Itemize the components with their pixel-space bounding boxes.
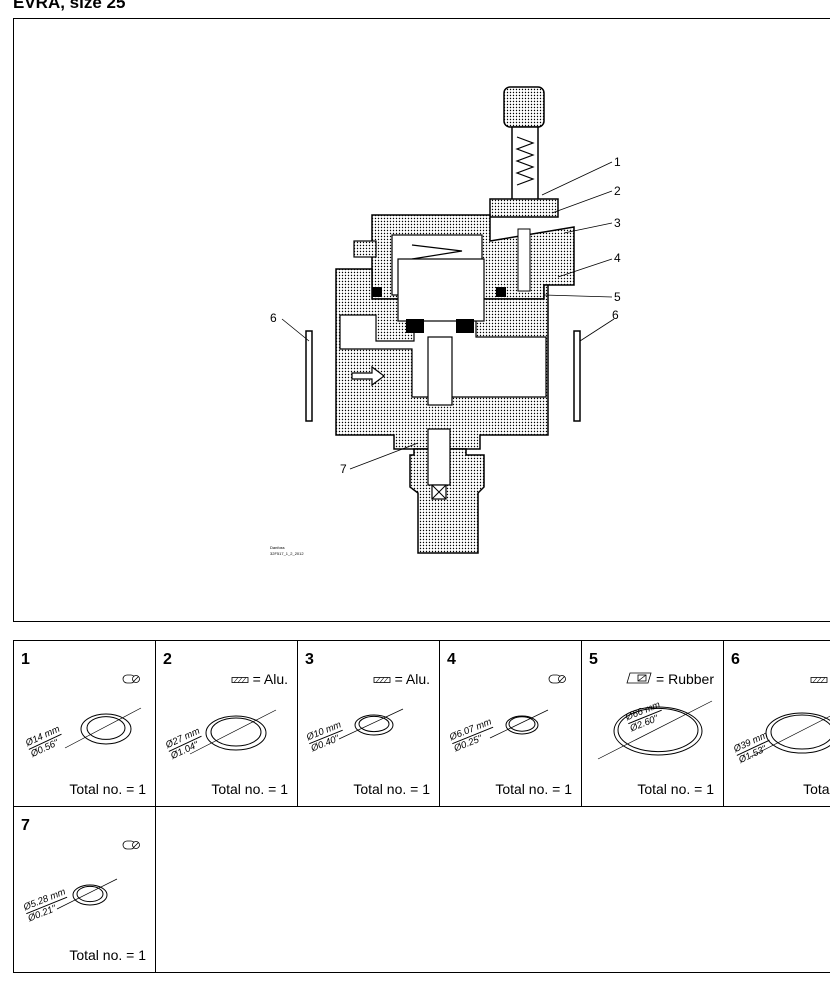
part-number: 6	[731, 651, 740, 668]
pilot-tube	[511, 126, 539, 206]
gasket-left	[305, 330, 313, 422]
callout-2: 2	[614, 184, 621, 198]
flow-arrow-icon	[351, 365, 385, 387]
material-label: = Rubber	[626, 671, 714, 687]
part-number: 1	[21, 651, 30, 668]
material-label: = Fi	[810, 671, 830, 687]
gasket-ring-icon	[749, 712, 830, 758]
part-number: 7	[21, 817, 30, 834]
total-count: Total no. = 1	[637, 781, 714, 797]
gasket-ring-icon	[338, 708, 404, 740]
total-count: Total no. = 1	[69, 781, 146, 797]
callout-6-right: 6	[612, 308, 619, 322]
hatched-flat-icon	[231, 671, 249, 687]
gasket-ring-icon	[489, 709, 549, 739]
callout-4: 4	[614, 251, 621, 265]
rubber-square-icon	[626, 671, 652, 687]
callout-5: 5	[614, 290, 621, 304]
callout-labels: 1 2 3 4 5 6 6 7	[270, 155, 621, 476]
valve-drawing-frame: 1 2 3 4 5 6 6 7 Danfoss 32F517_1_2_2012	[13, 18, 830, 622]
callout-3: 3	[614, 216, 621, 230]
part-number: 3	[305, 651, 314, 668]
total-count: Total no.	[803, 781, 830, 797]
ring-section-icon	[548, 671, 568, 687]
pilot-cap	[503, 86, 545, 128]
total-count: Total no. = 1	[495, 781, 572, 797]
material-label	[122, 837, 146, 853]
pilot-spring	[515, 136, 535, 186]
gasket-ring-icon	[597, 700, 713, 760]
ring-section-icon	[122, 837, 142, 853]
hatched-flat-icon	[810, 671, 828, 687]
material-text: = Rubber	[656, 671, 714, 687]
part-number: 2	[163, 651, 172, 668]
material-label	[122, 671, 146, 687]
part-number: 4	[447, 651, 456, 668]
material-text: = Alu.	[394, 671, 430, 687]
hatched-flat-icon	[373, 671, 391, 687]
material-text: = Alu.	[252, 671, 288, 687]
drawing-stamp: Danfoss	[270, 545, 285, 550]
material-label: = Alu.	[373, 671, 430, 687]
total-count: Total no. = 1	[211, 781, 288, 797]
part-number: 5	[589, 651, 598, 668]
page-title: EVRA, size 25	[13, 0, 126, 12]
callout-1: 1	[614, 155, 621, 169]
ring-section-icon	[122, 671, 142, 687]
callout-6-left: 6	[270, 311, 277, 325]
empty-area	[155, 806, 830, 973]
gasket-ring-icon	[64, 707, 142, 749]
total-count: Total no. = 1	[353, 781, 430, 797]
callout-7: 7	[340, 462, 347, 476]
gasket-ring-icon	[189, 709, 277, 755]
gasket-ring-icon	[56, 878, 118, 910]
total-count: Total no. = 1	[69, 947, 146, 963]
material-label	[548, 671, 572, 687]
material-label: = Alu.	[231, 671, 288, 687]
gasket-right	[573, 330, 581, 422]
drawing-code: 32F517_1_2_2012	[270, 551, 304, 556]
valve-cross-section: 1 2 3 4 5 6 6 7 Danfoss 32F517_1_2_2012	[270, 86, 621, 556]
